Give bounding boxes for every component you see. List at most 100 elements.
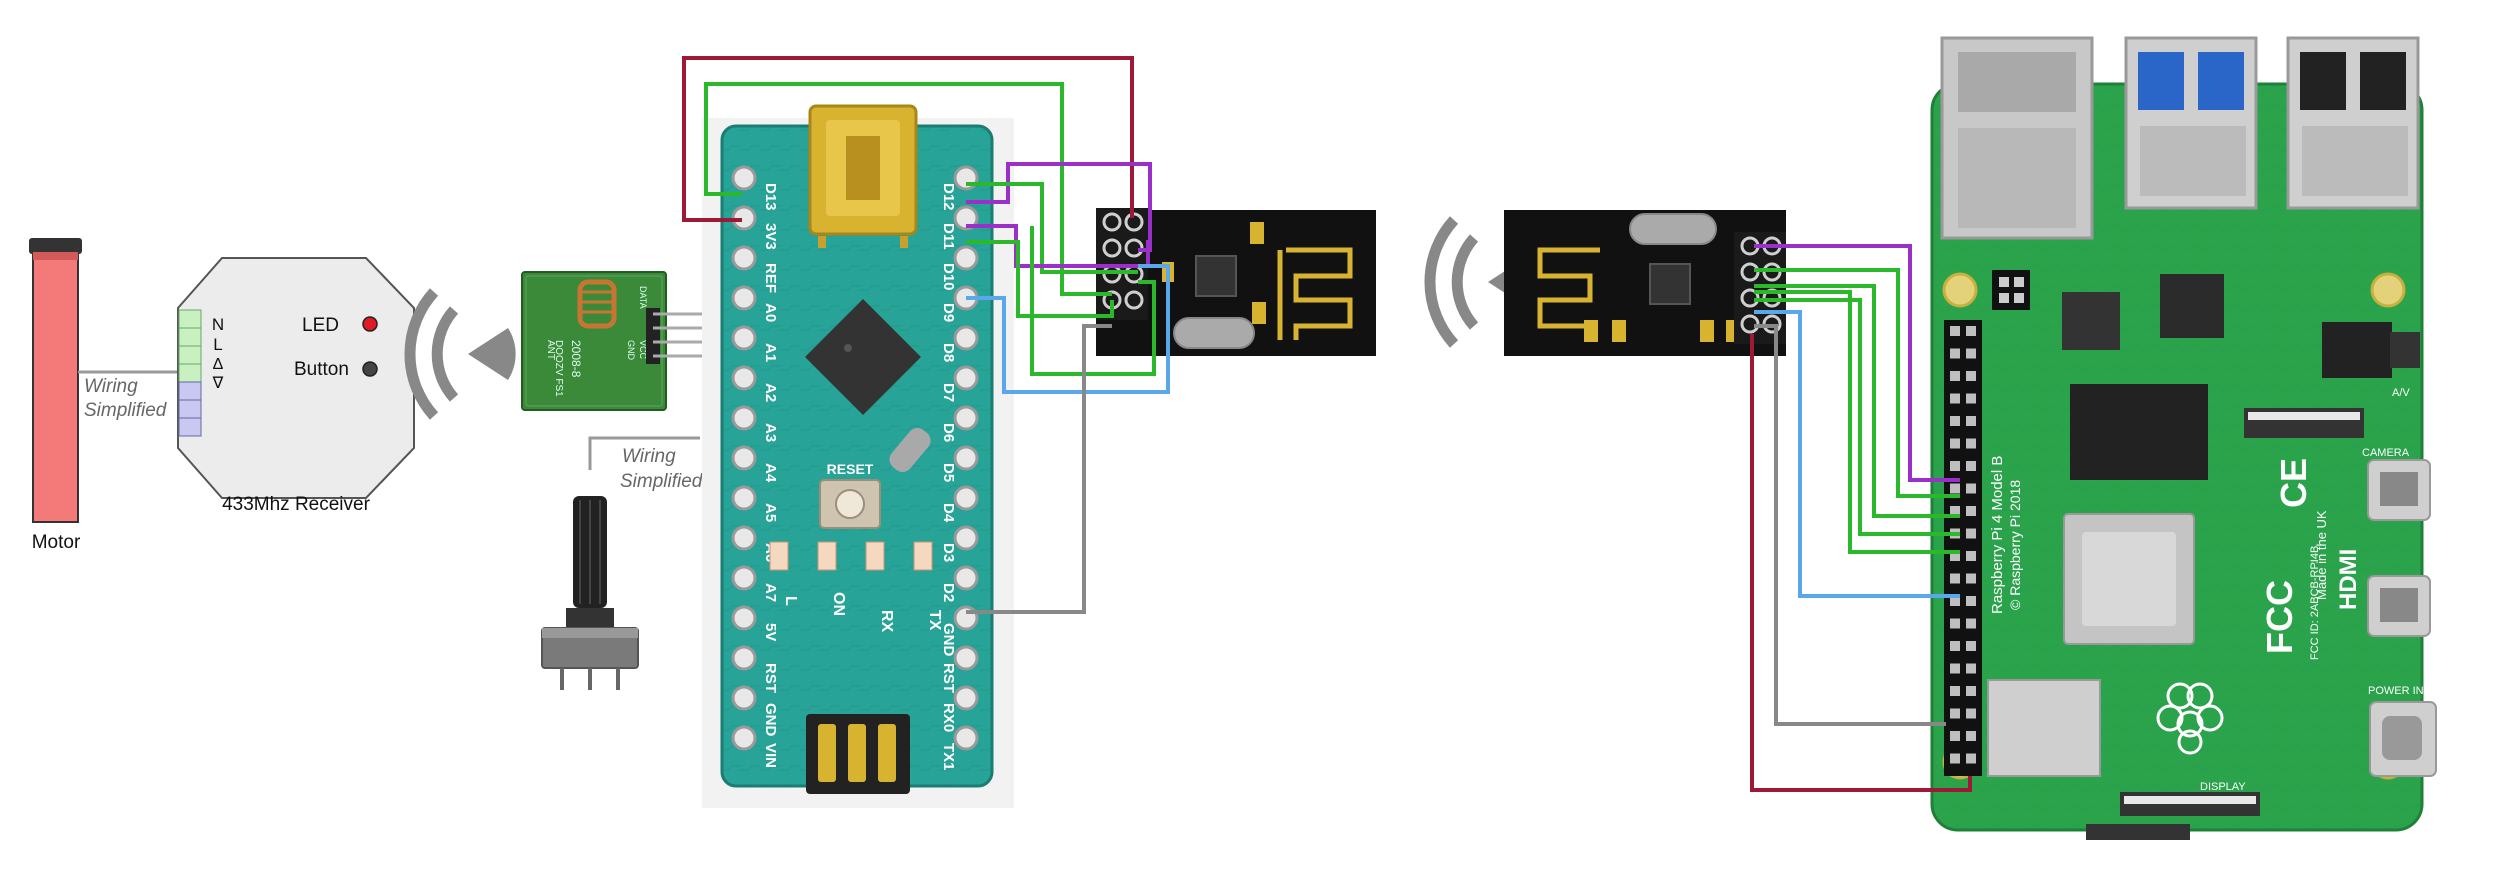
gpio-pin [1966, 393, 1976, 404]
usb-controller-chip [2062, 292, 2120, 350]
nano-pin-label-right-9: D3 [940, 543, 957, 562]
gpio-pin [1950, 348, 1960, 359]
gpio-pin [1950, 393, 1960, 404]
gpio-pin [1950, 573, 1960, 584]
nano-pin-right-2 [953, 245, 979, 271]
rf-header-pins [646, 308, 706, 364]
motor: Motor [29, 238, 82, 553]
nano-pin-left-0 [731, 165, 757, 191]
rf-marking-model: 2008-8 [569, 340, 583, 378]
gpio-pin [1966, 596, 1976, 606]
gpio-pin [1966, 618, 1976, 629]
rf-marking-gnd: GND [626, 340, 636, 361]
nano-pin-label-left-6: A3 [762, 423, 779, 442]
gpio-pin [1966, 371, 1976, 381]
led-label-rx: RX [878, 610, 895, 633]
led-label-l: L [782, 596, 799, 606]
nano-pin-left-6 [731, 405, 757, 431]
poe-header [1992, 270, 2030, 310]
nano-pin-label-left-0: D13 [762, 183, 779, 211]
gpio-pin [1950, 618, 1960, 629]
receiver-title: 433Mhz Receiver [222, 494, 371, 515]
nrf24-component [1584, 320, 1740, 342]
pi-made-text: Made in the UK [2314, 510, 2329, 600]
wires [682, 56, 1972, 792]
gpio-pin [1966, 483, 1976, 494]
nrf24-pin [1102, 238, 1122, 258]
nano-pin-left-4 [731, 325, 757, 351]
wiring-note-1-line1: Wiring [84, 376, 138, 397]
nano-pin-right-10 [953, 565, 979, 591]
mounting-hole [1942, 272, 1978, 308]
nano-pin-label-left-5: A2 [762, 383, 779, 402]
pi-ce-text: CE [2273, 458, 2314, 508]
gpio-pin [1966, 753, 1976, 764]
gpio-pin [1950, 551, 1960, 561]
gpio-pin [1966, 348, 1976, 359]
pi-fcc-text: FCC [2259, 580, 2300, 654]
receiver-body [177, 257, 415, 499]
nano-pin-label-left-8: A5 [762, 503, 779, 522]
nano-pin-label-left-12: RST [762, 663, 779, 693]
nano-pin-right-13 [953, 685, 979, 711]
nano-pin-label-left-3: A0 [762, 303, 779, 322]
gpio-pin [1966, 686, 1976, 696]
chip [2160, 274, 2224, 338]
nano-pin-label-right-13: RX0 [940, 703, 957, 732]
gpio-pin [1950, 506, 1960, 516]
pi-model-text: Raspberry Pi 4 Model B [1989, 456, 2006, 614]
nano-pin-label-right-4: D8 [940, 343, 957, 362]
arduino-nano: D133V3REFA0A1A2A3A4A5A6A75VRSTGNDVIN D12… [702, 104, 1014, 808]
wire-green-sck-pi [1754, 268, 1960, 498]
nano-pin-label-left-11: 5V [762, 623, 779, 641]
nrf24-pin [1124, 290, 1144, 310]
nano-pin-left-12 [731, 645, 757, 671]
nano-pin-right-6 [953, 405, 979, 431]
nrf24-pin [1102, 212, 1122, 232]
wire-green-mosi-2 [1030, 226, 1156, 376]
pcb-antenna [1537, 247, 1600, 340]
nano-pin-label-left-4: A1 [762, 343, 779, 362]
gpio-pin [1966, 438, 1976, 449]
rf-marking-ant: ANT [545, 340, 556, 360]
nano-pin-label-right-14: TX1 [940, 743, 957, 771]
receiver-433mhz: N L Δ ∇ LED Button 433Mhz Receiver [177, 257, 415, 515]
wire-green-sck [704, 82, 1112, 296]
nano-pin-label-right-5: D7 [940, 383, 957, 402]
gpio-pin [1950, 753, 1960, 764]
status-leds [769, 541, 933, 571]
reset-button: RESET [819, 461, 881, 529]
gpio-pin [1950, 731, 1960, 741]
nano-pin-left-10 [731, 565, 757, 591]
wire-purple-miso-pi [1754, 244, 1960, 482]
gpio-pin [1966, 416, 1976, 426]
gpio-pin [1966, 326, 1976, 336]
pi-hdmi-text: HDMI [2335, 549, 2362, 610]
usb-c-power-port [2369, 701, 2437, 777]
wiring-note-2-line1: Wiring [622, 446, 676, 467]
nano-pin-label-right-0: D12 [940, 183, 957, 211]
audio-jack [2322, 322, 2420, 378]
nano-pin-label-right-11: GND [940, 623, 957, 657]
motor-label: Motor [32, 532, 81, 553]
button-indicator [362, 361, 378, 377]
led-label: LED [302, 315, 339, 336]
wire-green-ce-pi [1754, 298, 1960, 536]
micro-hdmi-port [2367, 575, 2431, 637]
terminal-label-n: N [212, 315, 224, 334]
led-label-on: ON [830, 592, 847, 616]
nano-pin-left-2 [731, 245, 757, 271]
gpio-pin [1950, 708, 1960, 719]
nrf24-module-receiver [1504, 210, 1786, 356]
wire-red-power [682, 56, 1134, 222]
raspberry-pi-4: Raspberry Pi 4 Model B © Raspberry Pi 20… [1930, 36, 2437, 840]
ethernet-port [1940, 36, 2094, 240]
gpio-pin [1950, 371, 1960, 381]
wire-green-ce [966, 240, 1114, 318]
terminal-label-up: Δ [213, 356, 224, 373]
gpio-pin [1966, 641, 1976, 651]
nano-pin-label-right-10: D2 [940, 583, 957, 602]
pi-copyright-text: © Raspberry Pi 2018 [2007, 480, 2023, 610]
gpio-header [1944, 320, 1982, 776]
nano-pin-left-3 [731, 285, 757, 311]
